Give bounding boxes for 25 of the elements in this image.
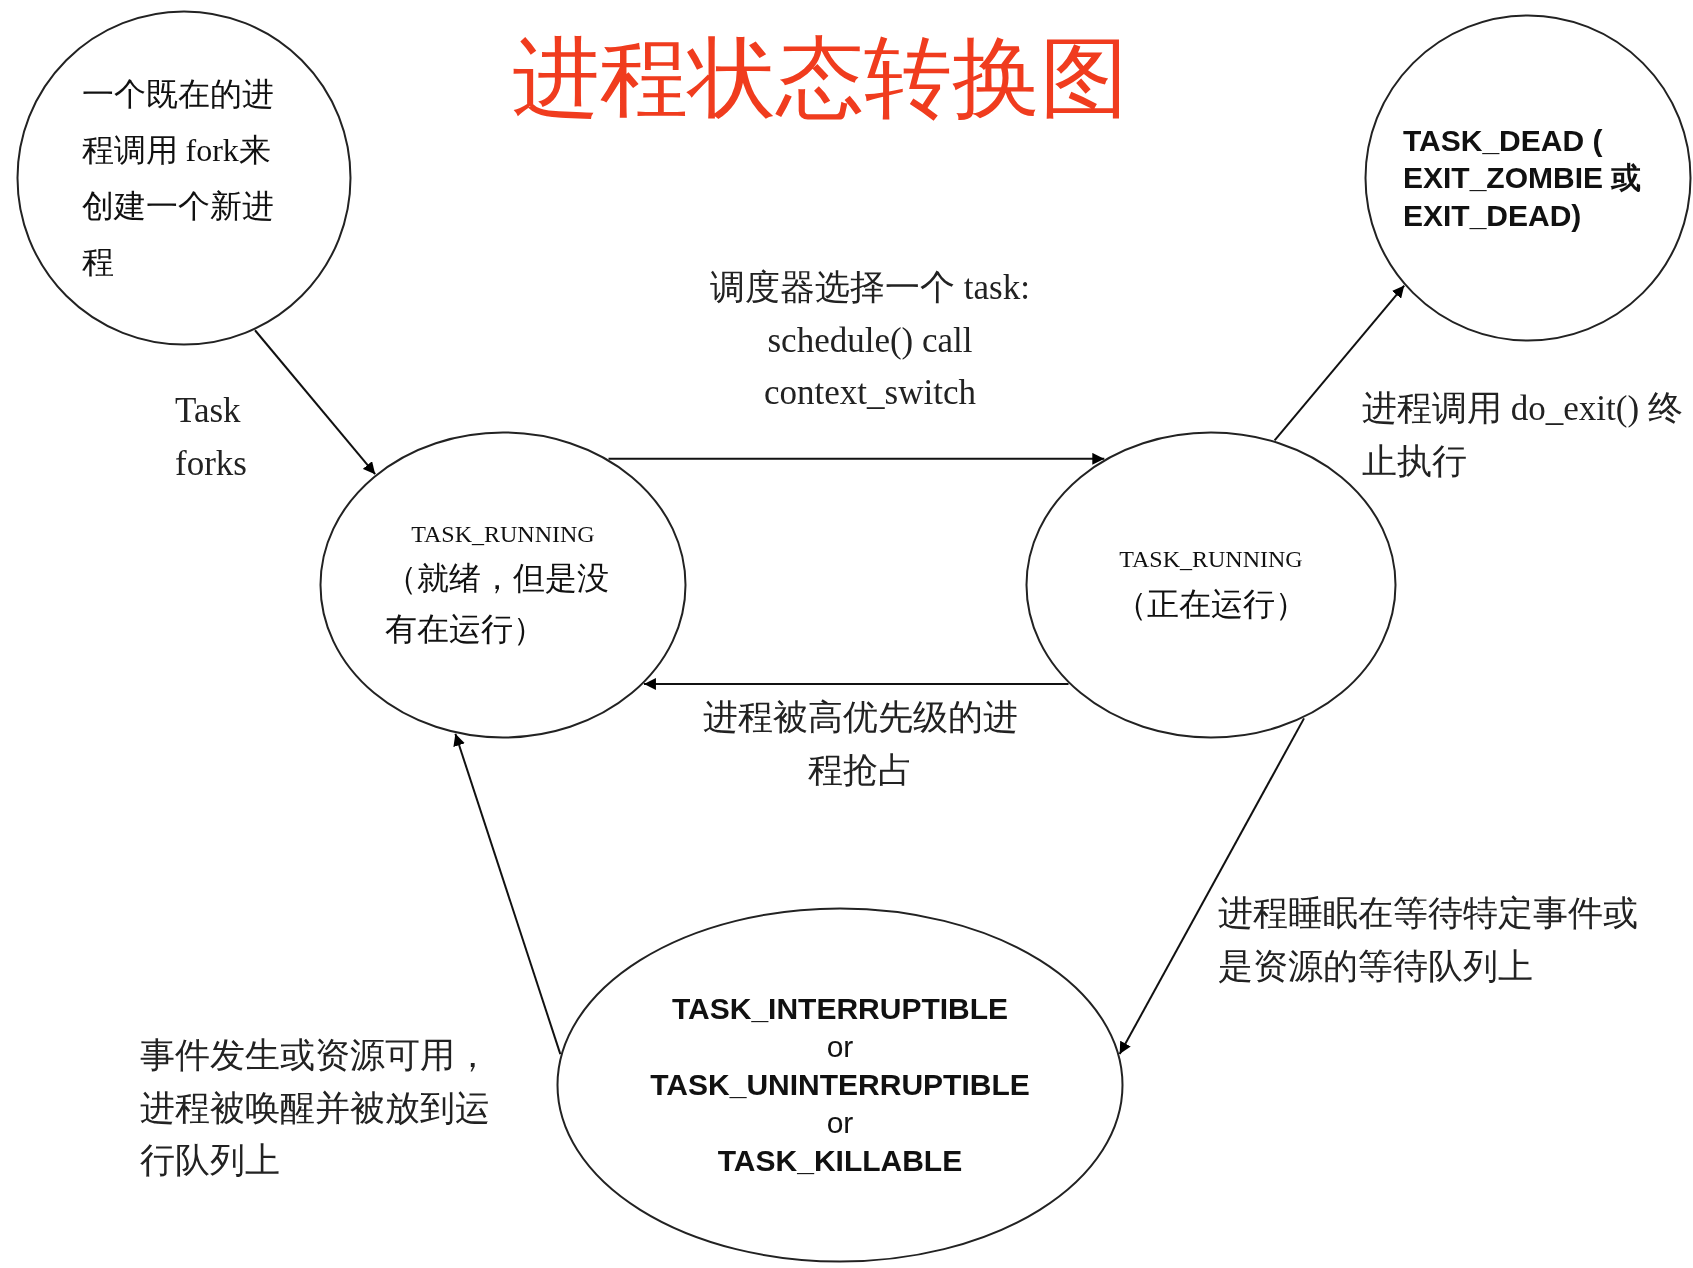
edge-label: 进程睡眠在等待特定事件或是资源的等待队列上 xyxy=(1218,893,1638,988)
state-circle xyxy=(1364,14,1692,342)
edge-label: 调度器选择一个 task: schedule() call context_switch xyxy=(709,267,1031,414)
state-ellipse xyxy=(319,431,687,739)
edge-label: 进程被高优先级的进程抢占 xyxy=(701,697,1019,792)
state-ellipse xyxy=(1025,431,1397,739)
arrow xyxy=(1273,284,1406,442)
state-name: TASK_RUNNING xyxy=(410,519,596,549)
state-label: 一个既在的进程调用 fork来创建一个新进程 xyxy=(81,75,275,282)
edge-label: 事件发生或资源可用，进程被唤醒并被放到运行队列上 xyxy=(140,1035,491,1182)
arrow xyxy=(1118,717,1305,1056)
state-label: （正在运行） xyxy=(1114,584,1308,624)
state-ellipse xyxy=(556,907,1124,1263)
edge-label: 进程调用 do_exit() 终止执行 xyxy=(1362,388,1684,483)
arrow xyxy=(607,452,1106,465)
state-circle xyxy=(16,10,352,346)
state-name: TASK_RUNNING xyxy=(1118,545,1304,575)
title: 进程状态转换图 xyxy=(511,30,1129,127)
arrow xyxy=(642,678,1070,690)
state-label: TASK_DEAD ( EXIT_ZOMBIE 或EXIT_DEAD) xyxy=(1403,122,1643,234)
edge-label: Task forks xyxy=(175,390,248,485)
state-label: （就绪，但是没有在运行） xyxy=(385,559,610,650)
arrow xyxy=(254,329,377,476)
arrow xyxy=(453,732,562,1056)
state-label: TASK_INTERRUPTIBLE or TASK_UNINTERRUPTIBLE or TASK_KILLABLE xyxy=(649,990,1031,1180)
